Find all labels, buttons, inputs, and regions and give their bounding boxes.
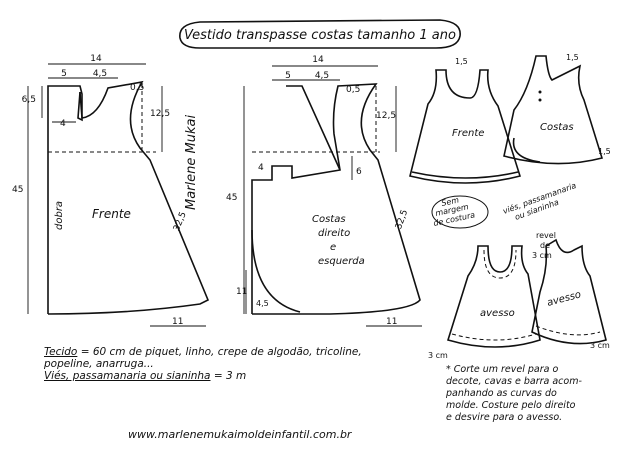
front-dim-11: 11	[172, 317, 183, 327]
back-neck	[286, 85, 341, 171]
seam-note-1: Sem	[441, 195, 460, 208]
front-pattern: 14 5 4,5 0,5 6,5 4 12,5 45 dobra Frente …	[12, 54, 210, 327]
website-link[interactable]: www.marlenemukaimoldeinfantil.com.br	[128, 428, 352, 441]
title-text: Vestido transpasse costas tamanho 1 ano	[184, 28, 456, 43]
illustration-inside-back: avesso revel de 3 cm 3 cm	[531, 231, 610, 350]
instructions-line-4: molde. Costure pelo direito	[446, 400, 576, 411]
seam-note: Sem margem de costura	[431, 195, 489, 229]
signature: Marlene Mukai	[184, 115, 199, 210]
front-label: Frente	[92, 207, 131, 221]
inside-back-facing	[535, 325, 601, 336]
instructions-block: * Corte um revel para o decote, cavas e …	[446, 364, 636, 424]
back-dim-05: 0,5	[346, 85, 360, 95]
back-label-2: direito	[318, 228, 350, 239]
bias-note: viés, passamanaria ou sianinha	[501, 180, 577, 222]
back-dim-curve-45: 4,5	[256, 299, 269, 308]
inside-front-cm: 3 cm	[428, 351, 448, 360]
instructions-line-1: * Corte um revel para o	[446, 364, 559, 375]
front-dress-size: 1,5	[455, 57, 468, 66]
front-dim-45-length: 45	[12, 185, 23, 195]
front-dim-325: 32,5	[172, 210, 189, 232]
bias-value: = 3 m	[213, 370, 247, 382]
back-dim-45: 4,5	[315, 71, 329, 81]
back-dress-overlap	[512, 137, 541, 163]
fabric-label: Tecido	[44, 346, 78, 358]
inside-front-label: avesso	[480, 308, 515, 319]
inside-back-cm: 3 cm	[590, 341, 610, 350]
facing-label-2: de	[540, 241, 550, 250]
front-dim-65: 6,5	[22, 95, 36, 105]
back-dim-325: 32,5	[394, 209, 410, 231]
front-dim-05: 0,5	[130, 83, 144, 93]
back-dress-button-1	[538, 90, 542, 94]
fabric-text-1: = 60 cm de piquet, linho, crepe de algod…	[80, 346, 362, 358]
back-label-4: esquerda	[318, 256, 365, 267]
seam-note-bubble	[431, 195, 489, 229]
illustration-inside-front: avesso 3 cm	[428, 245, 541, 360]
back-dim-6: 6	[356, 167, 362, 177]
materials-bias-line: Viés, passamanaria ou sianinha = 3 m	[44, 370, 404, 382]
back-outline	[251, 83, 421, 315]
inside-back-label: avesso	[546, 289, 582, 309]
back-dim-125: 12,5	[376, 111, 396, 121]
back-label-3: e	[330, 242, 336, 253]
inside-front-facing	[451, 249, 537, 341]
back-dim-11: 11	[386, 317, 397, 327]
front-outline	[47, 80, 210, 315]
back-dress-button-2	[538, 98, 542, 102]
back-dress-size: 1,5	[566, 53, 579, 62]
front-dim-45: 4,5	[93, 69, 107, 79]
front-dim-4: 4	[60, 119, 66, 129]
inside-back-outline	[531, 238, 607, 345]
back-overlap-curve	[251, 229, 301, 313]
instructions-line-2: decote, cavas e barra acom-	[446, 376, 582, 387]
front-dim-5: 5	[61, 69, 67, 79]
back-dim-4: 4	[258, 163, 264, 173]
back-dim-45-length: 45	[226, 193, 237, 203]
facing-label-1: revel	[536, 231, 556, 240]
back-dim-14: 14	[312, 55, 324, 65]
front-dress-label: Frente	[452, 128, 484, 139]
inside-front-outline	[446, 245, 541, 348]
back-dim-5: 5	[285, 71, 291, 81]
front-dress-outline	[409, 69, 522, 184]
title-frame	[179, 19, 461, 49]
facing-label-3: 3 cm	[532, 251, 552, 260]
front-fold-label: dobra	[54, 201, 65, 230]
materials-fabric-line: Tecido = 60 cm de piquet, linho, crepe d…	[44, 346, 404, 358]
back-dress-label: Costas	[540, 122, 574, 133]
instructions-line-5: e desvire para o avesso.	[446, 412, 563, 423]
materials-block: Tecido = 60 cm de piquet, linho, crepe d…	[44, 346, 404, 382]
back-dim-11v: 11	[236, 287, 247, 297]
back-label-1: Costas	[312, 214, 346, 225]
back-pattern: 14 5 4,5 0,5 12,5 45 4 6 Costas direito …	[226, 55, 422, 327]
front-dress-hem-bias	[411, 171, 519, 179]
fabric-text-2: popeline, anarruga...	[44, 358, 154, 370]
bias-label: Viés, passamanaria ou sianinha	[44, 370, 211, 382]
instructions-line-3: panhando as curvas do	[446, 388, 557, 399]
illustration-back-dress: Costas 1,5 1,5	[503, 53, 611, 165]
front-dim-14: 14	[90, 54, 102, 64]
back-dress-outline	[503, 55, 604, 165]
front-dim-125: 12,5	[150, 109, 170, 119]
illustration-front-dress: Frente 1,5	[409, 57, 522, 184]
front-neck	[79, 91, 83, 119]
title-block: Vestido transpasse costas tamanho 1 ano	[179, 19, 461, 49]
back-dress-hem-size: 1,5	[598, 147, 611, 156]
